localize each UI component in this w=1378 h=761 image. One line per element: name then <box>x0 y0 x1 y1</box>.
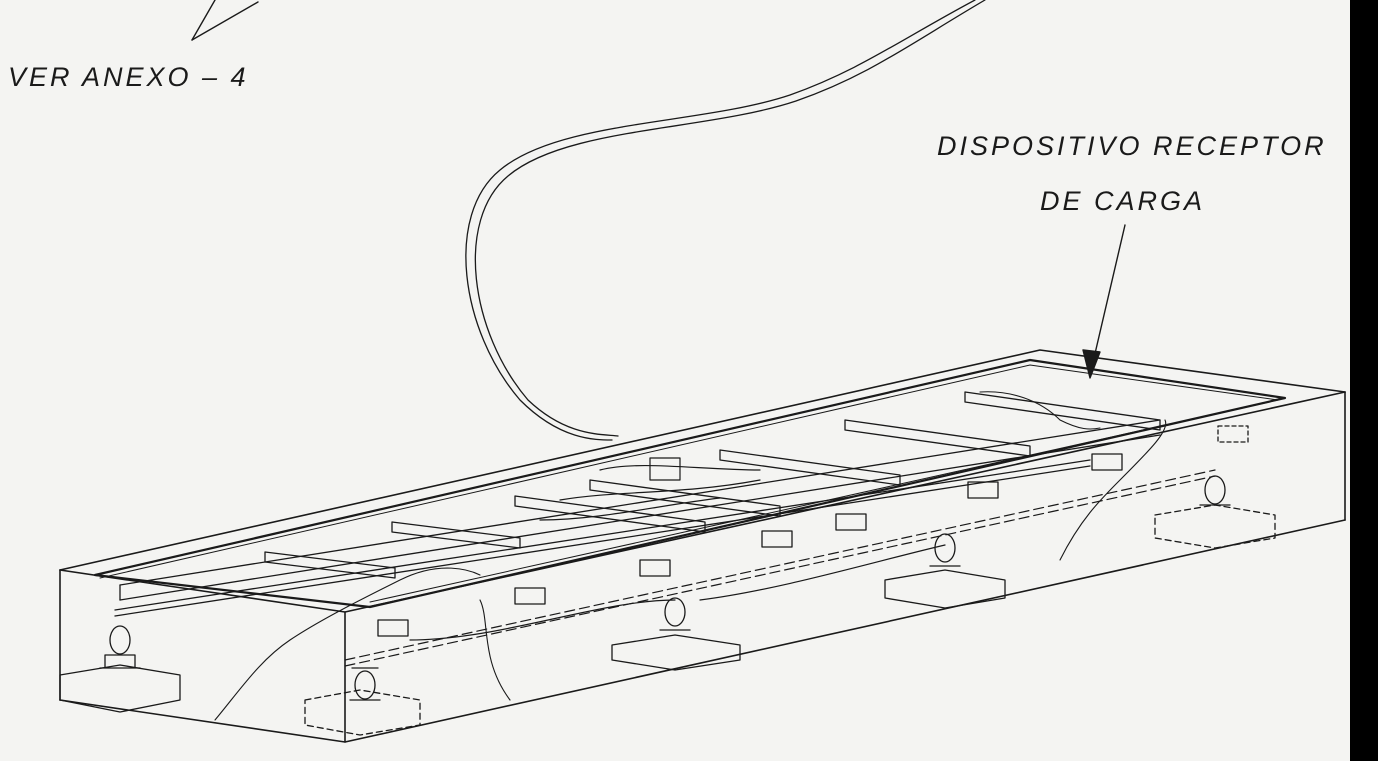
platform-frame <box>93 358 1287 609</box>
anexo-leader <box>191 0 259 41</box>
scan-edge-bar <box>1350 0 1378 761</box>
beam-end-blocks <box>377 425 1249 637</box>
receptor-label-line2: DE CARGA <box>1040 186 1206 216</box>
cross-beams <box>264 391 1161 579</box>
anexo-reference-label: VER ANEXO – 4 <box>8 62 249 92</box>
receptor-leader <box>1082 224 1126 379</box>
base-cables <box>344 469 1216 667</box>
cutaway-lines <box>214 391 1167 721</box>
load-cells <box>59 475 1276 736</box>
cable <box>465 0 986 441</box>
load-receptor-drawing <box>59 0 1346 743</box>
concrete-pit <box>59 349 1346 743</box>
junction-box <box>539 457 761 521</box>
receptor-label-line1: DISPOSITIVO RECEPTOR <box>937 131 1327 161</box>
main-beams <box>114 419 1161 617</box>
